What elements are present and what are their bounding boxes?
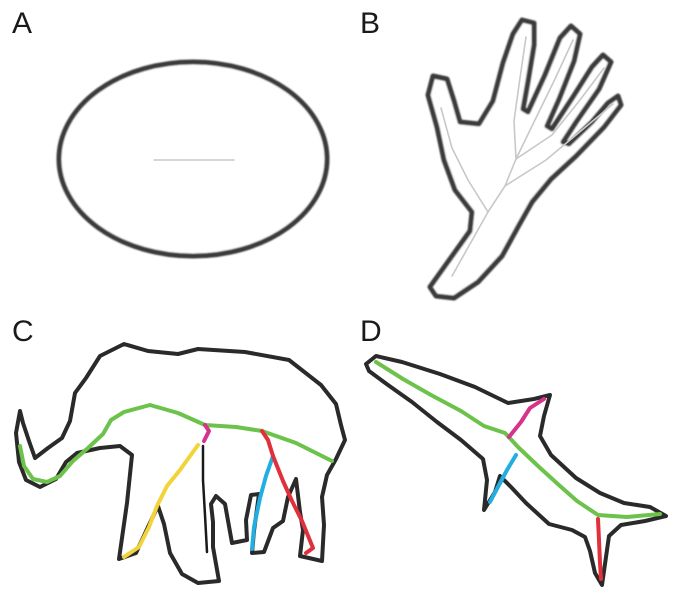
panel-label-b: B [360, 7, 380, 40]
panel-b: B [360, 7, 621, 298]
panel-label-c: C [12, 315, 34, 348]
panel-c: C [12, 315, 345, 583]
panel-label-d: D [360, 315, 382, 348]
panel-a: A [12, 7, 327, 256]
ellipse-shape-outline [59, 62, 327, 256]
panel-label-a: A [12, 7, 32, 40]
elephant-shape-outline [16, 344, 345, 583]
shark-shape-outline [366, 356, 666, 585]
panel-d: D [360, 315, 666, 585]
